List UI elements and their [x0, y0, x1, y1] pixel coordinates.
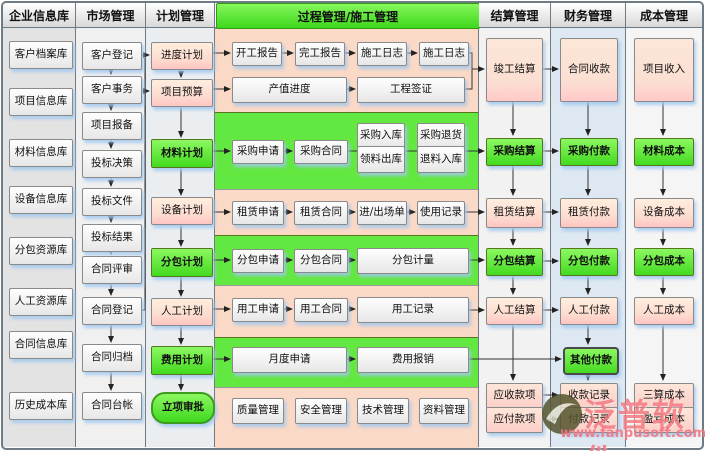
node-project-info: 项目信息库 — [9, 88, 73, 116]
node-material-cost: 材料成本 — [634, 138, 694, 166]
node-purchase-request: 采购申请 — [232, 140, 284, 164]
node-payment-record: 付款记录 — [560, 407, 618, 433]
node-usage-record: 使用记录 — [417, 201, 465, 225]
node-receivable: 应收款项 — [486, 383, 543, 409]
node-labor-payment: 人工付款 — [560, 297, 618, 325]
column-header-settlement: 结算管理 — [479, 3, 550, 27]
node-bid-result: 投标结果 — [82, 224, 142, 252]
separator — [214, 2, 215, 447]
node-equipment-cost: 设备成本 — [634, 198, 694, 228]
node-equipment-info: 设备信息库 — [9, 186, 73, 214]
column-header-process: 过程管理/施工管理 — [216, 3, 480, 29]
node-subcontract-plan: 分包计划 — [151, 248, 213, 277]
node-lease-settlement: 租赁结算 — [486, 198, 543, 228]
node-receipt-record: 收款记录 — [560, 383, 618, 409]
node-monthly-request: 月度申请 — [232, 347, 347, 373]
node-project-filing: 项目报备 — [82, 112, 142, 140]
node-labor-record: 用工记录 — [357, 297, 469, 323]
column-header-finance: 财务管理 — [551, 3, 625, 27]
column-header-cost: 成本管理 — [626, 3, 702, 27]
node-equipment-plan: 设备计划 — [151, 197, 213, 225]
node-document-mgmt: 资料管理 — [419, 398, 469, 424]
node-quality-mgmt: 质量管理 — [232, 398, 284, 424]
node-labor-settlement: 人工结算 — [486, 297, 543, 325]
node-material-plan: 材料计划 — [151, 139, 213, 168]
node-construction-log-1: 施工日志 — [357, 42, 407, 66]
node-lease-payment: 租赁付款 — [560, 198, 618, 228]
node-labor-contract: 用工合同 — [294, 298, 348, 322]
node-lease-contract: 租赁合同 — [294, 201, 348, 225]
node-construction-log-2: 施工日志 — [419, 42, 469, 66]
node-customer-register: 客户登记 — [82, 42, 142, 70]
node-bid-decision: 投标决策 — [82, 150, 142, 178]
node-schedule-plan: 进度计划 — [151, 42, 213, 70]
node-customer-affairs: 客户事务 — [82, 76, 142, 104]
node-labor-plan: 人工计划 — [151, 298, 213, 326]
node-labor-request: 用工申请 — [232, 298, 284, 322]
node-project-approval: 立项审批 — [151, 392, 215, 424]
node-start-report: 开工报告 — [232, 42, 282, 66]
column-header-plan: 计划管理 — [146, 3, 214, 27]
node-expense-reimburse: 费用报销 — [357, 347, 469, 373]
node-profit-loss-cost: 盈亏成本 — [634, 407, 694, 433]
node-contract-info: 合同信息库 — [9, 331, 73, 359]
node-other-payment: 其他付款 — [563, 347, 619, 375]
node-labor-cost: 人工成本 — [634, 297, 694, 325]
node-purchase-contract: 采购合同 — [294, 140, 348, 164]
node-subcontract-measure: 分包计量 — [357, 248, 469, 274]
node-completion-report: 完工报告 — [295, 42, 345, 66]
node-subcontract-payment: 分包付款 — [560, 248, 618, 276]
node-contract-receipt: 合同收款 — [560, 38, 618, 102]
node-project-income: 项目收入 — [634, 38, 694, 102]
node-purchase-settlement: 采购结算 — [486, 138, 543, 166]
node-lease-request: 租赁申请 — [232, 201, 284, 225]
node-expense-plan: 费用计划 — [151, 346, 213, 375]
column-header-enterprise-info: 企业信息库 — [3, 3, 75, 27]
node-technology-mgmt: 技术管理 — [357, 398, 409, 424]
node-subcontract-cost: 分包成本 — [634, 248, 694, 276]
separator — [550, 2, 551, 447]
node-purchase-payment: 采购付款 — [560, 138, 618, 166]
node-contract-archive: 合同归档 — [82, 344, 142, 372]
node-three-calc-cost: 三算成本 — [634, 383, 694, 409]
node-contract-ledger: 合同台帐 — [82, 392, 142, 420]
node-subcontract-settlement: 分包结算 — [486, 248, 543, 276]
column-header-market: 市场管理 — [76, 3, 145, 27]
node-contract-review: 合同评审 — [82, 256, 142, 284]
node-entry-exit-form: 进/出场单 — [357, 201, 407, 225]
node-bid-document: 投标文件 — [82, 188, 142, 216]
node-material-return-inbound: 退料入库 — [417, 146, 465, 173]
node-safety-mgmt: 安全管理 — [295, 398, 347, 424]
node-payable: 应付款项 — [486, 407, 543, 433]
node-completion-settlement: 竣工结算 — [486, 38, 543, 102]
node-history-cost: 历史成本库 — [9, 392, 73, 420]
node-purchase-return: 采购退货 — [417, 123, 465, 149]
separator — [625, 2, 626, 447]
node-material-outbound: 领料出库 — [357, 146, 405, 173]
node-customer-archive: 客户档案库 — [9, 41, 73, 69]
node-subcontract-request: 分包申请 — [232, 249, 284, 273]
node-contract-register: 合同登记 — [82, 297, 142, 325]
node-project-budget: 项目预算 — [151, 79, 213, 107]
node-project-visa: 工程签证 — [357, 77, 465, 103]
node-output-progress: 产值进度 — [232, 77, 347, 103]
node-material-info: 材料信息库 — [9, 139, 73, 167]
separator — [75, 2, 76, 447]
node-subcontract-resource: 分包资源库 — [9, 237, 73, 265]
node-subcontract-contract: 分包合同 — [294, 249, 348, 273]
separator — [478, 2, 479, 447]
node-labor-resource: 人工资源库 — [9, 288, 73, 316]
